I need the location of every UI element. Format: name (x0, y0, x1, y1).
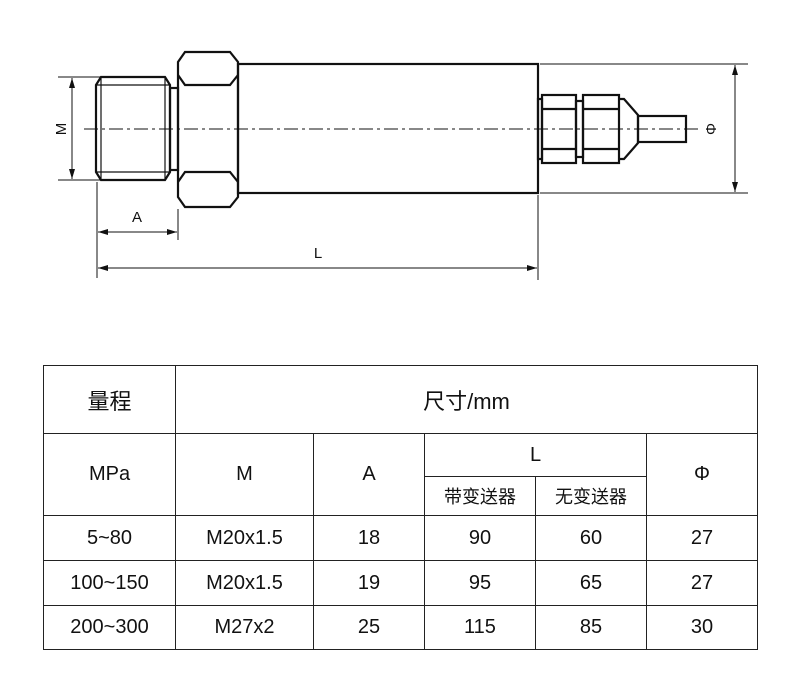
col-l-with-transmitter: 带变送器 (424, 476, 536, 516)
cell-l-with: 115 (424, 605, 536, 650)
cell-range: 5~80 (43, 515, 176, 561)
cell-l-without: 60 (535, 515, 647, 561)
sensor-dimension-drawing: M A L Φ (53, 50, 748, 280)
col-l-without-transmitter: 无变送器 (535, 476, 647, 516)
table-row: 200~300 M27x2 25 115 85 30 (43, 605, 758, 650)
hex-nut (176, 50, 240, 209)
col-m-header: M (175, 433, 314, 516)
cell-phi: 27 (646, 515, 758, 561)
cell-l-without: 65 (535, 560, 647, 606)
cell-range: 200~300 (43, 605, 176, 650)
cell-m: M20x1.5 (175, 515, 314, 561)
cell-phi: 30 (646, 605, 758, 650)
cell-phi: 27 (646, 560, 758, 606)
cell-l-with: 90 (424, 515, 536, 561)
col-a-header: A (313, 433, 425, 516)
range-header: 量程 (43, 365, 176, 434)
cell-m: M27x2 (175, 605, 314, 650)
cell-l-without: 85 (535, 605, 647, 650)
label-m: M (53, 123, 70, 136)
cell-a: 18 (313, 515, 425, 561)
label-a: A (132, 209, 142, 226)
label-phi: Φ (703, 123, 720, 135)
col-phi-header: Φ (646, 433, 758, 516)
cell-l-with: 95 (424, 560, 536, 606)
dimension-table: 量程 尺寸/mm MPa M A L Φ 带变送器 无变送器 5~80 M20x… (43, 365, 758, 650)
cell-a: 19 (313, 560, 425, 606)
col-l-header: L (424, 433, 647, 477)
unit-header: MPa (43, 433, 176, 516)
label-l: L (314, 245, 322, 262)
table-row: 100~150 M20x1.5 19 95 65 27 (43, 560, 758, 606)
table-row: 5~80 M20x1.5 18 90 60 27 (43, 515, 758, 561)
size-header: 尺寸/mm (175, 365, 758, 434)
cell-a: 25 (313, 605, 425, 650)
cell-m: M20x1.5 (175, 560, 314, 606)
cell-range: 100~150 (43, 560, 176, 606)
